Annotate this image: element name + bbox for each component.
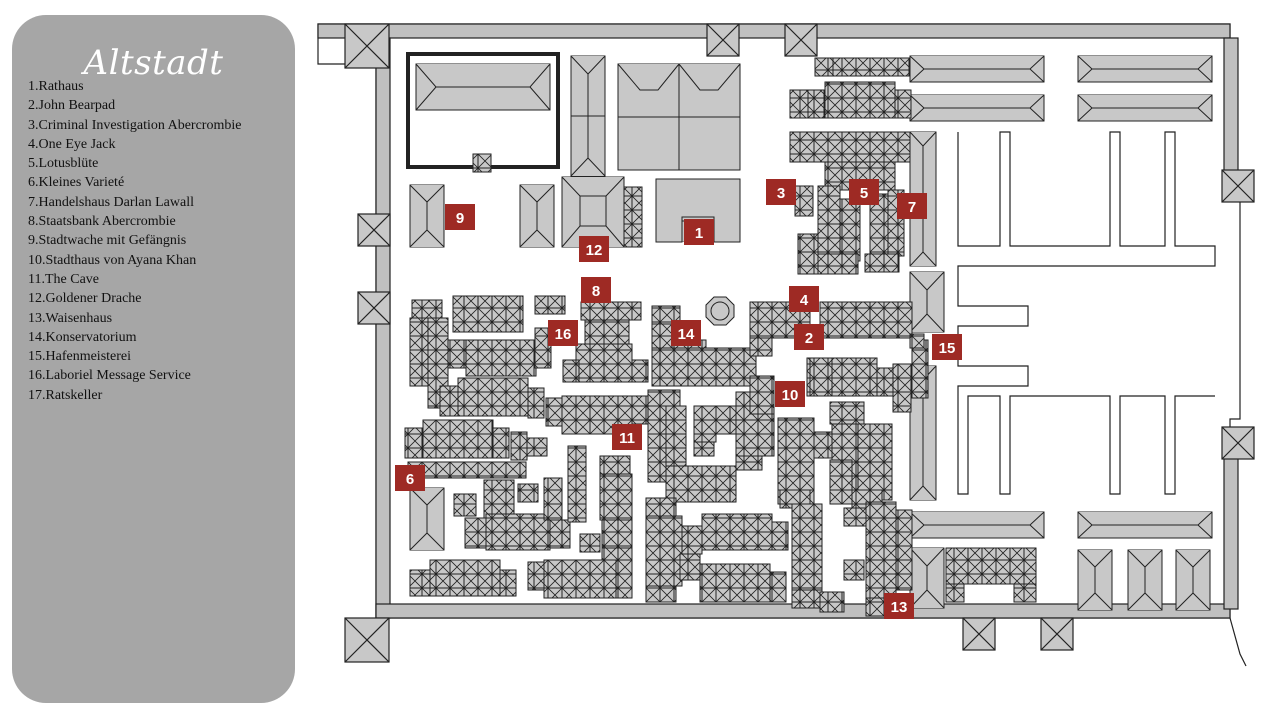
location-markers: 1 2 3 4 5 6 7 8 9 10 11 12 13 14 15 16 — [395, 179, 962, 619]
marker-10[interactable]: 10 — [775, 381, 805, 407]
svg-text:4: 4 — [800, 292, 809, 309]
harbor-piers — [957, 131, 1216, 495]
legend-item-3[interactable]: 3.Criminal Investigation Abercrombie — [28, 117, 242, 133]
svg-text:16: 16 — [555, 326, 572, 343]
legend-item-12[interactable]: 12.Goldener Drache — [28, 291, 142, 307]
svg-text:7: 7 — [908, 199, 916, 216]
legend-item-1[interactable]: 1.Rathaus — [28, 79, 84, 94]
legend-item-5[interactable]: 5.Lotusblüte — [28, 156, 99, 172]
legend-item-17[interactable]: 17.Ratskeller — [28, 387, 103, 403]
svg-text:13: 13 — [891, 599, 908, 616]
wall-towers — [344, 23, 1255, 663]
svg-text:11: 11 — [619, 430, 635, 447]
svg-text:10: 10 — [782, 387, 799, 404]
rathaus-building — [655, 178, 741, 243]
svg-text:3: 3 — [777, 185, 785, 202]
legend-panel: Altstadt 1.Rathaus 2.John Bearpad 3.Crim… — [12, 15, 295, 703]
svg-text:8: 8 — [592, 283, 600, 300]
fountain-icon — [705, 296, 735, 326]
svg-text:5: 5 — [860, 185, 868, 202]
marker-12[interactable]: 12 — [579, 236, 609, 262]
town-houses — [404, 57, 1037, 617]
marker-9[interactable]: 9 — [445, 204, 475, 230]
svg-text:15: 15 — [939, 340, 956, 357]
marker-14[interactable]: 14 — [671, 320, 701, 346]
marker-7[interactable]: 7 — [897, 193, 927, 219]
marker-16[interactable]: 16 — [548, 320, 578, 346]
marker-8[interactable]: 8 — [581, 277, 611, 303]
legend-item-11[interactable]: 11.The Cave — [28, 271, 100, 287]
marker-6[interactable]: 6 — [395, 465, 425, 491]
legend-item-16[interactable]: 16.Laboriel Message Service — [28, 368, 191, 384]
marker-15[interactable]: 15 — [932, 334, 962, 360]
legend-item-15[interactable]: 15.Hafenmeisterei — [28, 349, 132, 365]
marker-11[interactable]: 11 — [612, 424, 642, 450]
svg-text:2: 2 — [805, 330, 813, 347]
legend-item-10[interactable]: 10.Stadthaus von Ayana Khan — [28, 252, 197, 268]
legend-item-4[interactable]: 4.One Eye Jack — [28, 136, 116, 152]
legend-item-9[interactable]: 9.Stadtwache mit Gefängnis — [28, 233, 187, 249]
legend-item-8[interactable]: 8.Staatsbank Abercrombie — [28, 214, 176, 230]
legend-item-14[interactable]: 14.Konservatorium — [28, 329, 137, 345]
marker-13[interactable]: 13 — [884, 593, 914, 619]
legend-item-7[interactable]: 7.Handelshaus Darlan Lawall — [28, 194, 194, 210]
marker-2[interactable]: 2 — [794, 324, 824, 350]
svg-text:14: 14 — [678, 326, 695, 343]
svg-text:12: 12 — [586, 242, 603, 259]
marker-4[interactable]: 4 — [789, 286, 819, 312]
svg-text:1: 1 — [695, 225, 703, 242]
legend-item-2[interactable]: 2.John Bearpad — [28, 98, 116, 114]
svg-text:9: 9 — [456, 210, 464, 227]
panel-title: Altstadt — [83, 43, 224, 83]
marker-1[interactable]: 1 — [684, 219, 714, 245]
altstadt-map[interactable]: 1 2 3 4 5 6 7 8 9 10 11 12 13 14 15 16 — [310, 14, 1270, 674]
legend-item-6[interactable]: 6.Kleines Varieté — [28, 175, 125, 191]
legend-item-13[interactable]: 13.Waisenhaus — [28, 310, 113, 326]
legend-list: 1.Rathaus 2.John Bearpad 3.Criminal Inve… — [28, 77, 241, 405]
marker-3[interactable]: 3 — [766, 179, 796, 205]
svg-text:6: 6 — [406, 471, 414, 488]
marker-5[interactable]: 5 — [849, 179, 879, 205]
